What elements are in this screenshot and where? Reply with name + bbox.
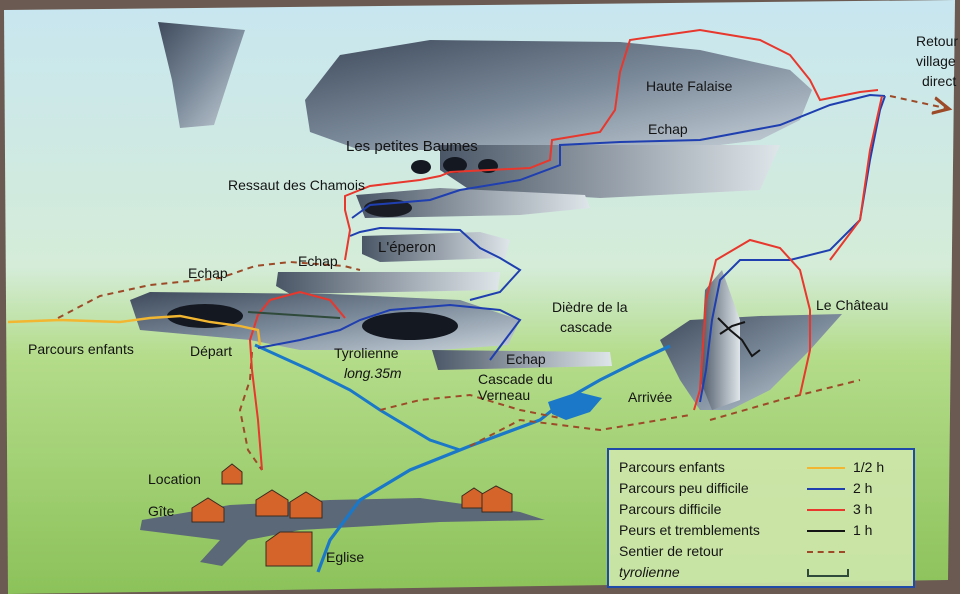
lake-verneau (548, 392, 602, 420)
rock-pillar (158, 22, 245, 128)
cliff-lower-band (440, 145, 780, 198)
legend-label: Parcours enfants (619, 459, 725, 475)
label-cascade-2: Verneau (478, 387, 530, 403)
legend-swatch (807, 509, 845, 511)
label-gite: Gîte (148, 503, 175, 519)
legend-swatch (807, 467, 845, 469)
house-right-2 (481, 485, 513, 513)
label-arrivee: Arrivée (628, 389, 673, 405)
label-haute-falaise: Haute Falaise (646, 78, 733, 94)
trail-peurs (717, 317, 761, 358)
label-echap-low: Echap (506, 351, 546, 367)
village-road (140, 498, 545, 566)
legend-label: Sentier de retour (619, 543, 724, 559)
label-echap-mid: Echap (298, 253, 338, 269)
label-retour: Retour (916, 33, 958, 49)
legend-swatch (807, 488, 845, 490)
label-eglise: Eglise (326, 549, 364, 565)
river-main (316, 344, 671, 573)
label-diedre-2: cascade (560, 319, 612, 335)
label-eperon: L'éperon (378, 239, 436, 256)
label-parcours-enfants: Parcours enfants (28, 341, 134, 357)
label-diedre-1: Dièdre de la (552, 299, 628, 315)
legend-row: Sentier de retour (619, 542, 909, 562)
house-village-1 (255, 489, 289, 517)
label-village: village (916, 53, 956, 69)
label-ressaut: Ressaut des Chamois (228, 177, 365, 193)
label-chateau: Le Château (816, 297, 888, 313)
legend: Parcours enfants 1/2 h Parcours peu diffic… (607, 448, 915, 588)
trail-difficile (248, 28, 883, 471)
legend-swatch (807, 530, 845, 532)
legend-label: Peurs et tremblements (619, 522, 760, 538)
legend-row: Parcours enfants 1/2 h (619, 458, 909, 478)
legend-duration: 2 h (853, 480, 873, 496)
label-tyrolienne-len: long.35m (344, 365, 402, 381)
house-village-2 (289, 491, 323, 519)
ledge-ressaut (356, 188, 590, 218)
house-eglise (265, 531, 313, 567)
trail-retour-arrow (889, 95, 945, 108)
label-petites-baumes: Les petites Baumes (346, 138, 478, 155)
label-echap-top: Echap (648, 121, 688, 137)
cave-lower-1 (167, 304, 243, 328)
ledge-echap-mid (276, 272, 500, 294)
legend-row: Parcours peu difficile 2 h (619, 479, 909, 499)
label-tyrolienne: Tyrolienne (334, 345, 399, 361)
ledge-echap-low (432, 350, 612, 370)
label-location: Location (148, 471, 201, 487)
cave-lower-2 (362, 312, 458, 340)
legend-row: Parcours difficile 3 h (619, 500, 909, 520)
legend-label: Parcours difficile (619, 501, 722, 517)
legend-swatch (807, 551, 845, 553)
legend-row: tyrolienne (619, 563, 909, 583)
trail-retour (57, 260, 861, 471)
river (254, 343, 461, 452)
houses (191, 463, 513, 567)
rock-chateau-spire (700, 270, 740, 410)
legend-duration: 3 h (853, 501, 873, 517)
label-direct: direct (922, 73, 956, 89)
legend-row: Peurs et tremblements 1 h (619, 521, 909, 541)
house-location (221, 463, 243, 485)
house-gite (191, 497, 225, 523)
label-depart: Départ (190, 343, 232, 359)
legend-duration: 1 h (853, 522, 873, 538)
cave-baume-2 (443, 157, 467, 173)
cliff-haute-falaise (305, 40, 812, 150)
label-cascade-1: Cascade du (478, 371, 553, 387)
ledge-eperon (362, 232, 510, 262)
legend-label: tyrolienne (619, 564, 680, 580)
zip-line (247, 311, 341, 319)
trail-enfants (7, 314, 262, 346)
cave-baume-1 (411, 160, 431, 174)
legend-duration: 1/2 h (853, 459, 885, 475)
legend-swatch (807, 569, 849, 577)
map-labels: Retour village direct Haute Falaise Echa… (28, 33, 958, 565)
label-echap-left: Echap (188, 265, 228, 281)
trail-peu-difficile (257, 93, 886, 403)
legend-label: Parcours peu difficile (619, 480, 749, 496)
